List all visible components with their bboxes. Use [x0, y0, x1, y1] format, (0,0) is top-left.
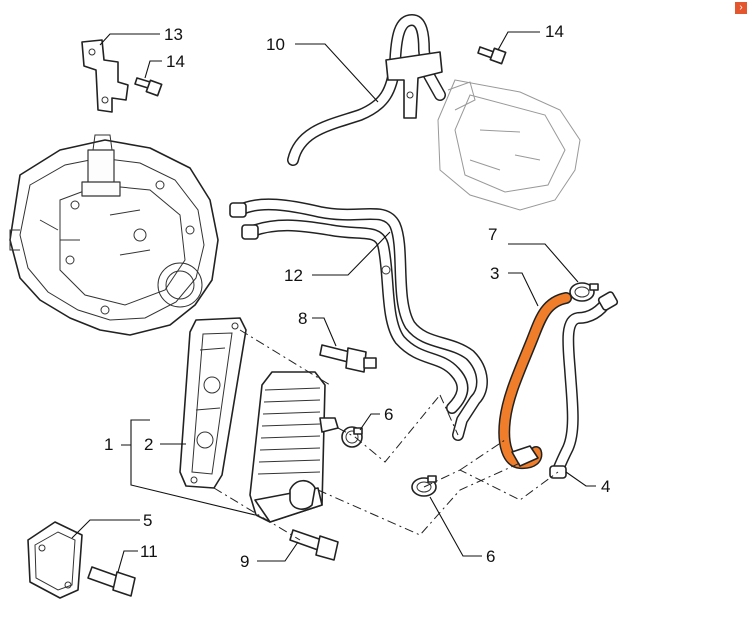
background-panel [437, 79, 581, 211]
callout-2: 2 [144, 435, 153, 454]
callout-14a: 14 [166, 52, 185, 71]
clamp-6b [411, 475, 437, 497]
callout-14b: 14 [545, 22, 564, 41]
bolt-14a [134, 77, 163, 97]
gasket-plate-2 [179, 317, 247, 489]
callout-6b: 6 [486, 547, 495, 566]
clamp-7 [569, 282, 599, 302]
callout-1: 1 [104, 435, 113, 454]
assembly-lines [213, 329, 559, 541]
bolt-8 [319, 344, 377, 373]
hose-3-highlighted [498, 292, 572, 470]
callout-13: 13 [164, 25, 183, 44]
clamp-6a [341, 426, 363, 448]
bolt-9 [289, 529, 339, 561]
callout-6a: 6 [384, 405, 393, 424]
oil-cooler [249, 371, 339, 523]
callout-9: 9 [240, 552, 249, 571]
callout-12: 12 [284, 266, 303, 285]
callout-7: 7 [488, 225, 497, 244]
cover-plate-5 [27, 521, 83, 599]
gearbox-housing [9, 134, 219, 336]
hose-10 [287, 14, 446, 166]
callout-8: 8 [298, 309, 307, 328]
leader-lines [71, 31, 596, 573]
bolt-14b [477, 46, 507, 65]
bolt-11 [87, 566, 136, 597]
hose-3-fill [499, 293, 571, 468]
callout-4: 4 [601, 477, 610, 496]
callout-11: 11 [140, 542, 158, 561]
callout-5: 5 [143, 511, 152, 530]
bracket-13 [81, 39, 129, 113]
pipe-12 [229, 198, 488, 441]
callout-labels: 13 14 10 14 7 3 12 8 6 1 2 4 5 11 9 6 [104, 22, 610, 571]
callout-3: 3 [490, 264, 499, 283]
close-icon[interactable]: › [735, 2, 747, 14]
callout-10: 10 [266, 35, 285, 54]
hose-4 [549, 291, 619, 479]
